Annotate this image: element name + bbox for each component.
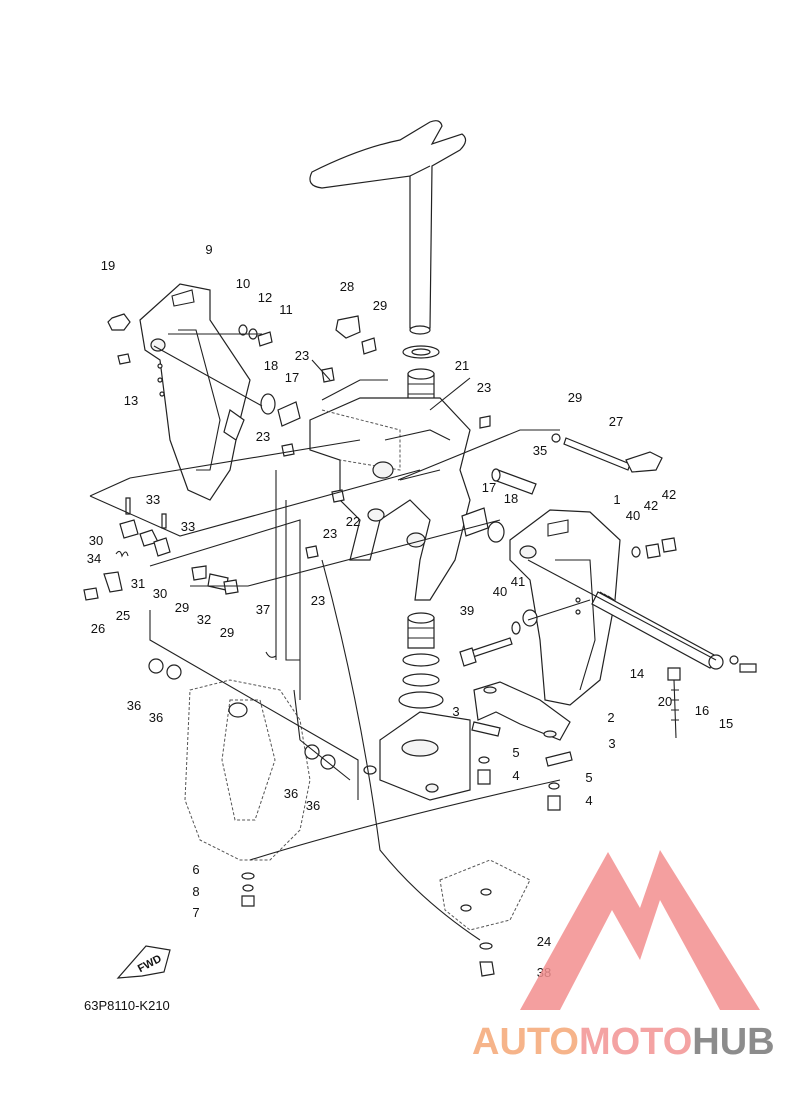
tilt-pin <box>491 468 537 495</box>
callout-c17b: 17 <box>482 480 496 495</box>
callout-c39: 39 <box>460 603 474 618</box>
callout-c13: 13 <box>124 393 138 408</box>
watermark-text: AUTOMOTOHUB <box>472 1021 775 1063</box>
callout-c15: 15 <box>719 716 733 731</box>
callout-c29a: 29 <box>373 298 387 313</box>
callout-c7: 7 <box>192 905 199 920</box>
callout-c26: 26 <box>91 621 105 636</box>
callout-c36a: 36 <box>127 698 141 713</box>
callout-c9: 9 <box>205 242 212 257</box>
callout-c3b: 3 <box>608 736 615 751</box>
trim-rod <box>551 433 663 473</box>
callout-c25: 25 <box>116 608 130 623</box>
callout-c33b: 33 <box>181 519 195 534</box>
callout-c42a: 42 <box>644 498 658 513</box>
reference-lines <box>89 333 717 941</box>
part-code-label: 63P8110-K210 <box>84 998 170 1013</box>
callout-c8: 8 <box>192 884 199 899</box>
callout-c30b: 30 <box>153 586 167 601</box>
callout-c5b: 5 <box>585 770 592 785</box>
bracket-bolt <box>459 637 513 667</box>
callout-c24: 24 <box>537 934 551 949</box>
watermark-hub: HUB <box>692 1021 774 1063</box>
callout-c6: 6 <box>192 862 199 877</box>
watermark-moto: MOTO <box>579 1021 692 1063</box>
callout-c29b: 29 <box>568 390 582 405</box>
lower-bushing-stack <box>398 612 444 709</box>
callout-c12: 12 <box>258 290 272 305</box>
callout-c11: 11 <box>279 302 293 317</box>
callout-c4b: 4 <box>585 793 592 808</box>
callout-c18b: 18 <box>504 491 518 506</box>
callout-c4a: 4 <box>512 768 519 783</box>
callout-c23c: 23 <box>256 429 270 444</box>
tilt-tube <box>591 591 757 673</box>
steering-arm-drawing <box>309 120 467 335</box>
watermark-logo <box>520 850 760 1010</box>
callout-c28: 28 <box>340 279 354 294</box>
callout-c21: 21 <box>455 358 469 373</box>
callout-c42b: 42 <box>662 487 676 502</box>
bottom-mount-ghost <box>439 859 531 931</box>
callout-c3a: 3 <box>452 704 459 719</box>
callout-c29c: 29 <box>175 600 189 615</box>
cable-tie <box>667 667 681 739</box>
callout-c20: 20 <box>658 694 672 709</box>
callout-c35: 35 <box>533 443 547 458</box>
callout-c36d: 36 <box>306 798 320 813</box>
lower-unit-ghost <box>184 679 311 861</box>
callout-c14: 14 <box>630 666 644 681</box>
callout-c34: 34 <box>87 551 101 566</box>
callout-c27: 27 <box>609 414 623 429</box>
callout-c37: 37 <box>256 602 270 617</box>
stopper-bracket <box>471 681 573 767</box>
callout-c23a: 23 <box>295 348 309 363</box>
callout-c18a: 18 <box>264 358 278 373</box>
watermark-auto: AUTO <box>472 1021 579 1063</box>
callout-c23d: 23 <box>323 526 337 541</box>
callout-c1: 1 <box>613 492 620 507</box>
callout-c17a: 17 <box>285 370 299 385</box>
callout-c41: 41 <box>511 574 525 589</box>
callout-c22: 22 <box>346 514 360 529</box>
lower-mount-housing <box>363 711 471 801</box>
callout-c40b: 40 <box>493 584 507 599</box>
callout-labels: 1233445567891011121314151617171818192021… <box>87 242 733 980</box>
callout-c30a: 30 <box>89 533 103 548</box>
callout-c2: 2 <box>607 710 614 725</box>
callout-c5a: 5 <box>512 745 519 760</box>
callout-c23b: 23 <box>477 380 491 395</box>
callout-c19: 19 <box>101 258 115 273</box>
callout-c32: 32 <box>197 612 211 627</box>
callout-c16: 16 <box>695 703 709 718</box>
callout-c33a: 33 <box>146 492 160 507</box>
callout-c31: 31 <box>131 576 145 591</box>
callout-c40a: 40 <box>626 508 640 523</box>
callout-c10: 10 <box>236 276 250 291</box>
callout-c23e: 23 <box>311 593 325 608</box>
callout-c36b: 36 <box>149 710 163 725</box>
fwd-arrow: FWD <box>116 945 171 979</box>
callout-c29d: 29 <box>220 625 234 640</box>
callout-c36c: 36 <box>284 786 298 801</box>
clamp-bracket-left <box>139 283 251 501</box>
